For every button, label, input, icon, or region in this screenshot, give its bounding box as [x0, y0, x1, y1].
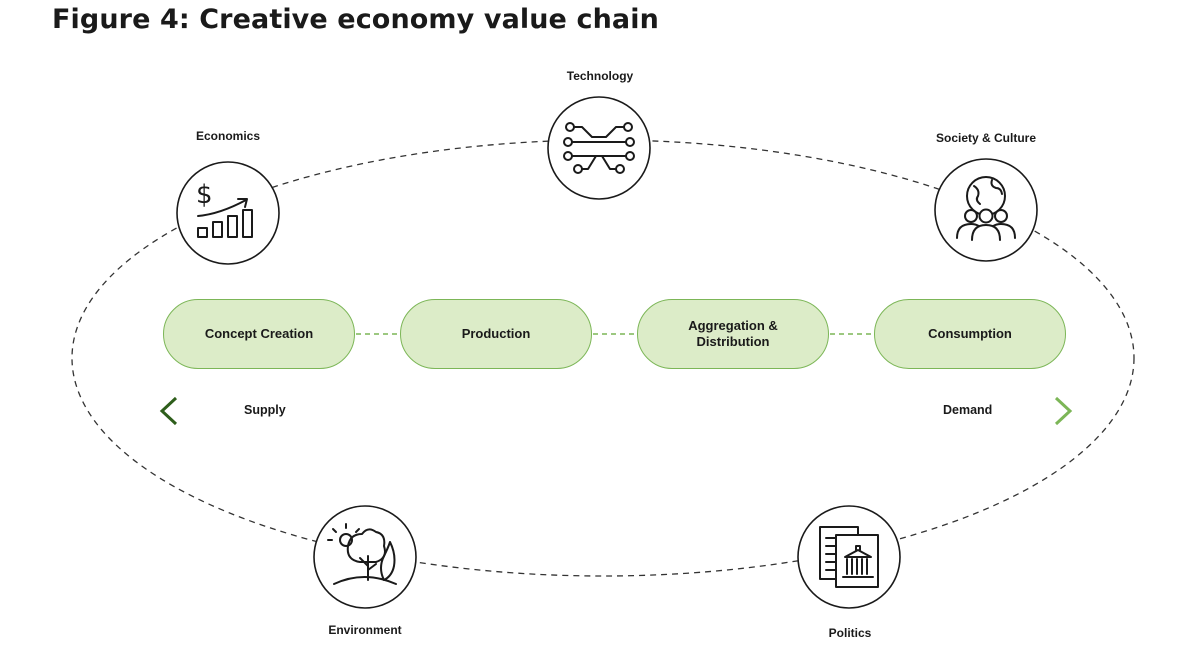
stage-concept-creation: Concept Creation	[163, 299, 355, 369]
dollar-growth-chart-icon: $	[196, 180, 253, 238]
demand-label: Demand	[937, 403, 999, 417]
arrowhead-right	[1054, 396, 1073, 426]
supply-label: Supply	[238, 403, 292, 417]
svg-text:$: $	[196, 180, 213, 210]
factor-label-technology: Technology	[566, 69, 634, 83]
supply-demand-arrow	[159, 396, 1073, 426]
factor-label-politics: Politics	[828, 626, 872, 640]
society-culture-node	[934, 158, 1038, 262]
factor-label-economics: Economics	[195, 129, 261, 143]
stage-consumption: Consumption	[874, 299, 1066, 369]
economics-node: $	[176, 161, 280, 265]
government-document-icon	[819, 526, 879, 588]
technology-node	[547, 96, 651, 200]
arrowhead-left	[159, 396, 178, 426]
environment-node	[313, 505, 417, 609]
factor-label-society-culture: Society & Culture	[935, 131, 1037, 145]
circuit-icon	[563, 122, 635, 174]
stage-production: Production	[400, 299, 592, 369]
sun-tree-icon	[327, 523, 397, 585]
politics-node	[797, 505, 901, 609]
stage-aggregation-distribution: Aggregation & Distribution	[637, 299, 829, 369]
globe-people-icon	[956, 176, 1016, 241]
figure-title: Figure 4: Creative economy value chain	[52, 4, 659, 35]
factor-label-environment: Environment	[328, 623, 402, 637]
